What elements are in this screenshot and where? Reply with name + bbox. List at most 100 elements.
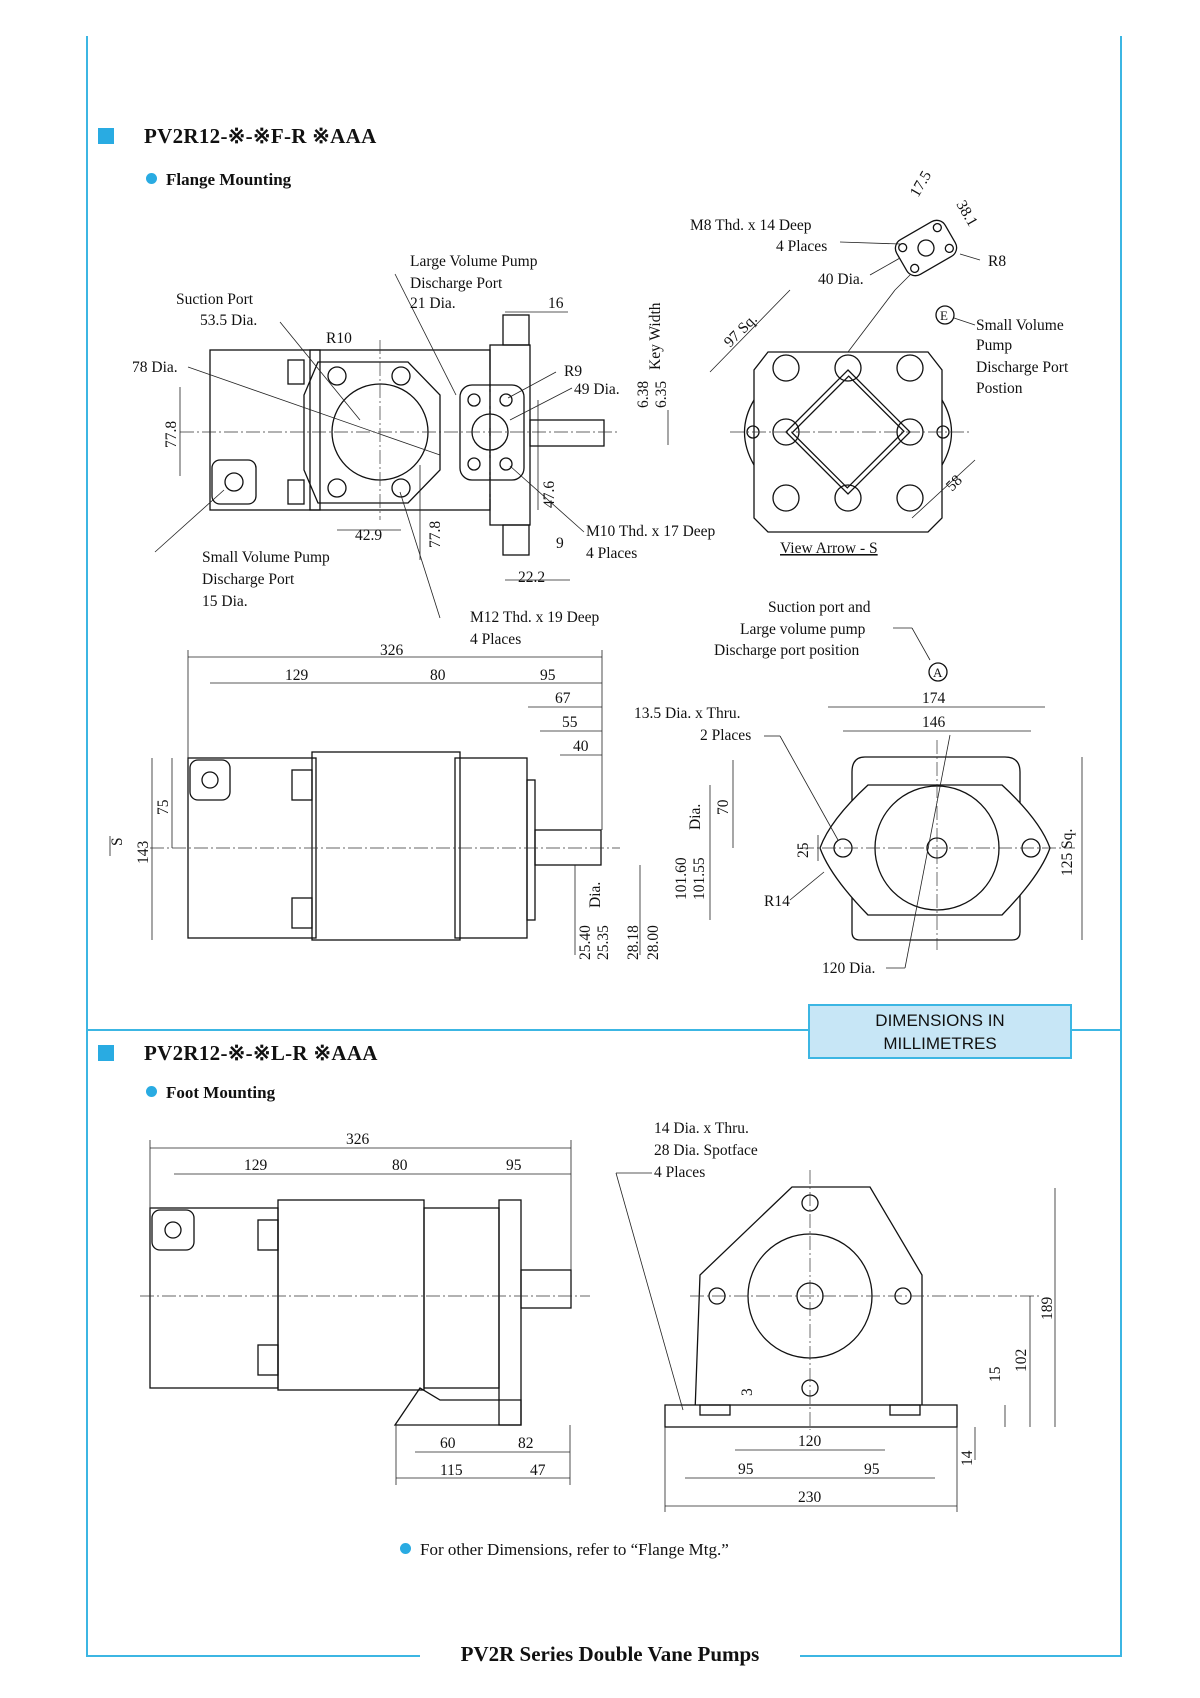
bullet-dot-icon — [400, 1543, 411, 1554]
dim-text: 97 Sq. — [721, 311, 761, 351]
dim-text: 80 — [392, 1157, 408, 1174]
dim-text: 25 — [795, 842, 812, 858]
footer-title: PV2R Series Double Vane Pumps — [420, 1642, 800, 1667]
boss — [257, 1219, 279, 1251]
small-flange-port — [917, 239, 935, 257]
dim-text: 67 — [555, 690, 571, 707]
label: 53.5 Dia. — [200, 312, 257, 329]
square-flange — [785, 369, 911, 495]
dim-text: 95 — [864, 1461, 880, 1478]
section2-subheading-text: Foot Mounting — [166, 1083, 276, 1102]
small-flange-hole — [898, 242, 908, 253]
leader-line — [507, 371, 557, 399]
leader-line — [839, 241, 901, 245]
small-flange-detail — [894, 219, 958, 277]
dim-text: 16 — [548, 295, 564, 312]
mount-flange — [819, 784, 1051, 916]
dim-text: Dia. — [687, 804, 704, 830]
flange-side-view: 326 129 80 95 67 55 40 143 75 S 70 101.6… — [109, 642, 734, 960]
dim-text: 174 — [922, 690, 946, 707]
dim-text: 42.9 — [355, 527, 382, 544]
bolt-hex — [834, 484, 862, 512]
foot-front-view: 120 95 95 230 189 102 15 14 3 14 Dia. x … — [615, 1120, 1056, 1512]
dim-text: 28.00 — [645, 925, 662, 960]
leader-line — [789, 871, 825, 901]
ear-right — [941, 399, 953, 466]
leader-line — [509, 465, 585, 533]
boss — [287, 479, 305, 505]
label: 49 Dia. — [574, 381, 620, 398]
leader-line — [509, 387, 573, 421]
small-flange-hole — [944, 243, 954, 254]
small-flange — [189, 759, 231, 801]
other-dims-note: For other Dimensions, refer to “Flange M… — [400, 1540, 729, 1560]
leader-line — [904, 734, 951, 969]
label: Suction port and — [768, 599, 871, 616]
frame-right-line — [1120, 36, 1122, 1656]
flange-top-ear — [502, 314, 530, 346]
dim-text: 95 — [738, 1461, 754, 1478]
dim-text: 75 — [155, 799, 172, 815]
dim-text: 28.18 — [625, 925, 642, 960]
shaft — [534, 829, 602, 866]
dim-text: 82 — [518, 1435, 534, 1452]
label: Small Volume — [976, 317, 1064, 334]
label: R9 — [564, 363, 582, 380]
bolt-hole — [499, 457, 513, 471]
dim-text: 6.35 — [653, 381, 670, 408]
dim-text: 9 — [556, 535, 564, 552]
frame-left-line — [86, 36, 88, 1656]
dim-text: 15 — [987, 1366, 1004, 1382]
small-port — [201, 771, 219, 789]
leader-line — [154, 489, 225, 553]
leader-line — [187, 366, 441, 456]
marker-e: E — [940, 308, 948, 323]
body-middle — [309, 349, 491, 511]
section1-subheading-text: Flange Mounting — [166, 170, 292, 189]
section1-bullet — [98, 128, 114, 144]
bolt-hex — [896, 484, 924, 512]
dim-text: 77.8 — [163, 421, 180, 448]
dim-text: 101.55 — [691, 857, 708, 900]
label: Postion — [976, 380, 1023, 397]
dim-text: 14 — [959, 1450, 976, 1466]
shaft — [529, 419, 605, 447]
label: Small Volume Pump — [202, 549, 330, 566]
other-dims-note-text: For other Dimensions, refer to “Flange M… — [420, 1540, 729, 1559]
label: 28 Dia. Spotface — [654, 1142, 758, 1159]
label: R10 — [326, 330, 352, 347]
end-face — [753, 351, 943, 533]
dim-text: 189 — [1039, 1297, 1056, 1321]
label: 4 Places — [776, 238, 827, 255]
small-flange-hole — [932, 222, 942, 233]
dim-text: 47.6 — [541, 481, 558, 508]
dim-text: 326 — [380, 642, 404, 659]
label: Discharge Port — [976, 359, 1069, 376]
boss — [291, 769, 313, 801]
marker-a-circle — [928, 662, 948, 682]
label: 4 Places — [470, 631, 521, 648]
leader-line — [779, 735, 839, 841]
dim-text: 25.35 — [595, 925, 612, 960]
dim-text: 120 — [798, 1433, 822, 1450]
dim-text: 60 — [440, 1435, 456, 1452]
label: 120 Dia. — [822, 960, 875, 977]
small-flange-hole — [910, 263, 920, 274]
dimensions-box: DIMENSIONS IN MILLIMETRES — [808, 1004, 1072, 1059]
bolt-hex — [772, 484, 800, 512]
label: 78 Dia. — [132, 359, 178, 376]
label: 40 Dia. — [818, 271, 864, 288]
view-arrow-s: 17.5 38.1 M8 Thd. x 14 Deep 4 Places 40 … — [690, 168, 1069, 557]
frame-middle-line — [86, 1029, 1122, 1031]
leader-line — [953, 317, 976, 326]
view-arrow-title: View Arrow - S — [780, 540, 878, 557]
dim-text: 3 — [739, 1388, 756, 1396]
dim-text: 38.1 — [953, 198, 981, 230]
dim-text: 115 — [440, 1462, 463, 1479]
pump-body — [851, 756, 1021, 941]
body-rear — [149, 1207, 279, 1389]
flange-plate — [526, 779, 536, 921]
foot-side-view: 326 129 80 95 60 82 115 47 — [140, 1131, 590, 1485]
dim-text: 17.5 — [907, 168, 935, 200]
